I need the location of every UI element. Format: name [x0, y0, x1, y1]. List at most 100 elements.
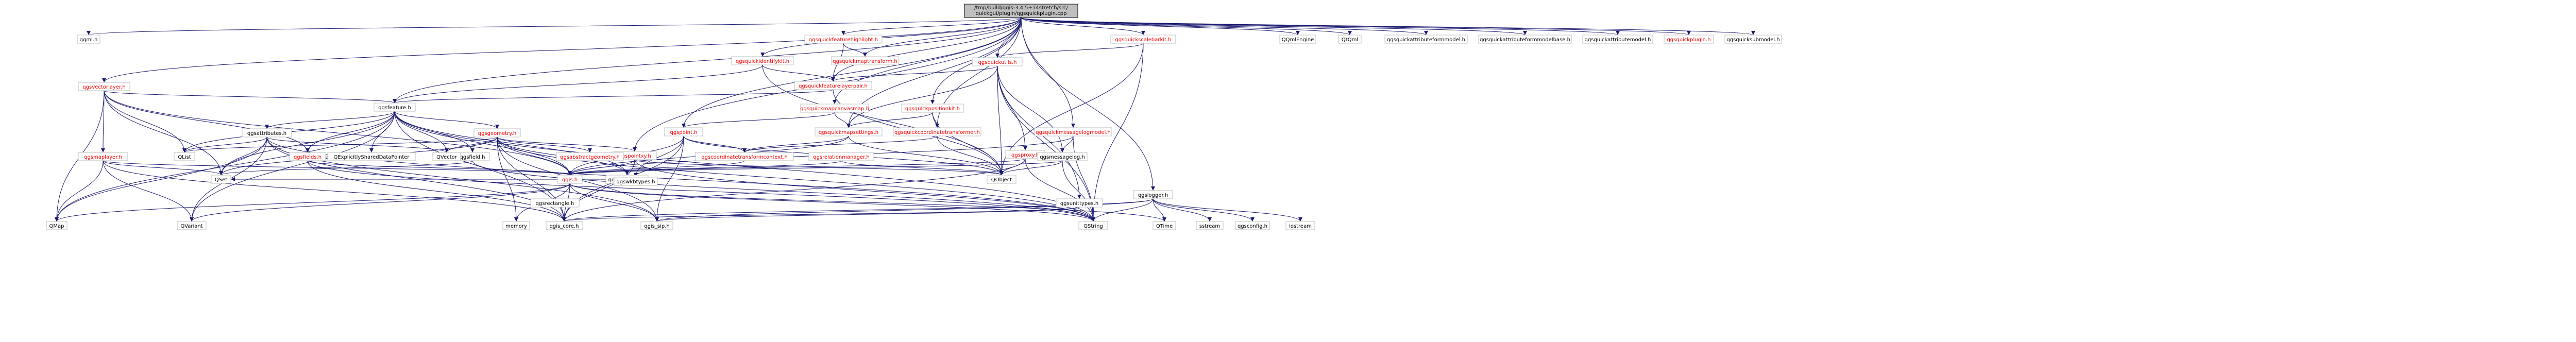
node-QtQml[interactable]: QtQml	[1338, 35, 1362, 44]
node-qgsfields[interactable]: qgsfields.h	[289, 152, 326, 161]
edge-qgsvectorlayer-to-qgis	[104, 90, 572, 176]
edge-qgsvectorlayer-to-qgsmaplayer	[101, 90, 106, 153]
node-box	[1664, 35, 1714, 44]
node-qgis_core[interactable]: qgis_core.h	[546, 221, 583, 230]
node-QTime[interactable]: QTime	[1153, 221, 1176, 230]
node-sstream[interactable]: sstream	[1196, 221, 1224, 230]
node-qgsabstractgeometry[interactable]: qgsabstractgeometry.h	[556, 152, 624, 161]
node-label: QMap	[49, 224, 64, 229]
node-qgsquickpositionkit[interactable]: qgsquickpositionkit.h	[901, 104, 964, 113]
edge-qgsquickutils-to-QString	[997, 65, 1095, 222]
node-QObject[interactable]: QObject	[987, 175, 1016, 184]
node-label: qgsconfig.h	[1238, 224, 1267, 229]
node-box	[1110, 35, 1176, 44]
edge-qgsquickutils-to-QObject	[997, 65, 1004, 176]
node-qgsquickmapsettings[interactable]: qgsquickmapsettings.h	[815, 127, 883, 136]
node-QVariant[interactable]: QVariant	[177, 221, 207, 230]
node-qgsgeometry[interactable]: qgsgeometry.h	[473, 128, 521, 138]
node-qgsquickattributeformmodel[interactable]: qgsquickattributeformmodel.h	[1384, 35, 1468, 44]
node-box	[211, 175, 231, 184]
node-box	[815, 127, 883, 136]
node-box	[78, 82, 130, 91]
node-QList[interactable]: QList	[174, 152, 195, 161]
node-box	[177, 221, 207, 230]
node-qgsquickplugin[interactable]: qgsquickplugin.h	[1664, 35, 1714, 44]
edge-qgsgeometry-to-QVector	[445, 136, 498, 153]
node-qgsmessagelog[interactable]: qgsmessagelog.h	[1037, 152, 1088, 161]
node-qgis_sip[interactable]: qgis_sip.h	[640, 221, 673, 230]
node-iostream[interactable]: iostream	[1285, 221, 1315, 230]
node-qgscoordinatetransformcontext[interactable]: qgscoordinatetransformcontext.h	[695, 152, 794, 161]
node-qgsquickidentifykit[interactable]: qgsquickidentifykit.h	[731, 56, 794, 65]
node-qgsrelationmanager[interactable]: qgsrelationmanager.h	[808, 152, 874, 161]
edge-qgsvectorlayer-to-QList	[104, 90, 187, 153]
node-label: qgsmessagelog.h	[1040, 155, 1085, 160]
node-box	[1078, 221, 1108, 230]
node-root: /tmp/build/qgis-3.4.5+14stretch/src/quic…	[964, 4, 1078, 18]
node-qgsquickfeaturehighlight[interactable]: qgsquickfeaturehighlight.h	[804, 35, 883, 44]
node-QString[interactable]: QString	[1078, 221, 1108, 230]
edge-qgsgeometry-to-qgis	[497, 136, 572, 176]
node-qgml[interactable]: qgml.h	[77, 35, 100, 44]
edge-qgis-to-qgis_sip	[569, 183, 659, 222]
node-QExplicitlySharedDataPointer[interactable]: QExplicitlySharedDataPointer	[327, 152, 416, 161]
node-qgis[interactable]: qgis.h	[557, 175, 583, 184]
node-box	[1582, 35, 1653, 44]
node-qgswkbtypes[interactable]: qgswkbtypes.h	[614, 177, 658, 186]
edge-root-to-qgslogger	[1021, 17, 1155, 191]
node-box	[664, 127, 703, 136]
node-box	[1478, 35, 1572, 44]
node-qgsquickscalebarkit[interactable]: qgsquickscalebarkit.h	[1110, 35, 1176, 44]
edge-qgis-to-QVariant	[190, 183, 570, 222]
node-qgsquickmaptransform[interactable]: qgsquickmaptransform.h	[831, 56, 899, 65]
node-qgsquickfeaturelayerpair[interactable]: qgsquickfeaturelayerpair.h	[794, 81, 872, 90]
node-label: QString	[1083, 224, 1103, 229]
node-QQmlEngine[interactable]: QQmlEngine	[1279, 35, 1316, 44]
node-qgsunittypes[interactable]: qgsunittypes.h	[1056, 198, 1103, 208]
node-memory[interactable]: memory	[502, 221, 530, 230]
node-qgsfeature[interactable]: qgsfeature.h	[374, 102, 416, 112]
node-QVector[interactable]: QVector	[432, 152, 461, 161]
edge-qgsquickutils-to-qgsproxy	[997, 65, 1027, 151]
node-qgspoint[interactable]: qgspoint.h	[664, 127, 703, 136]
edge-qgsquickscalebarkit-to-QString	[1091, 43, 1144, 222]
node-qgsrectangle[interactable]: qgsrectangle.h	[530, 198, 580, 208]
node-qgsattributes[interactable]: qgsattributes.h	[242, 128, 292, 138]
node-qgsquicksubmodel[interactable]: qgsquicksubmodel.h	[1724, 35, 1782, 44]
node-label: qgsabstractgeometry.h	[560, 155, 620, 160]
node-box	[78, 152, 128, 161]
edge-qgsproxy-to-qgis_core	[562, 158, 1026, 222]
edge-root-to-QtQml	[1021, 17, 1352, 36]
node-box	[964, 4, 1078, 18]
node-qgsquickmapcanvasmap[interactable]: qgsquickmapcanvasmap.h	[800, 104, 869, 113]
edge-root-to-qgsquickfeaturelayerpair	[831, 17, 1022, 82]
edge-qgsvectorlayer-to-qgsfields	[104, 90, 310, 153]
edge-qgslogger-to-qgsconfig	[1153, 198, 1255, 222]
node-label: qgsquickfeaturelayerpair.h	[799, 83, 868, 89]
node-qgsquickutils[interactable]: qgsquickutils.h	[972, 57, 1023, 66]
node-label: qgsunittypes.h	[1060, 201, 1098, 207]
node-box	[374, 102, 416, 112]
node-qgsquickattributemodel[interactable]: qgsquickattributemodel.h	[1582, 35, 1653, 44]
node-box	[174, 152, 195, 161]
node-label: sstream	[1199, 224, 1220, 229]
node-label: QQmlEngine	[1282, 37, 1314, 43]
node-qgsquickcoordinatetransformer[interactable]: qgsquickcoordinatetransformer.h	[893, 127, 981, 136]
edge-qgsquickutils-to-qgsquickmapsettings	[846, 65, 998, 128]
node-qgsquickattributeformmodelbase[interactable]: qgsquickattributeformmodelbase.h	[1478, 35, 1572, 44]
node-label: QVector	[436, 155, 457, 160]
edge-qgsquickidentifykit-to-qgsquickfeaturelayerpair	[762, 64, 835, 82]
node-qgsmaplayer[interactable]: qgsmaplayer.h	[78, 152, 128, 161]
edge-qgsgeometry-to-QList	[182, 136, 498, 153]
node-qgsconfig[interactable]: qgsconfig.h	[1235, 221, 1270, 230]
node-QSet[interactable]: QSet	[211, 175, 231, 184]
node-label: qgsquickpositionkit.h	[905, 106, 960, 112]
node-qgslogger[interactable]: qgslogger.h	[1133, 190, 1173, 199]
node-qgsquickmessagelogmodel[interactable]: qgsquickmessagelogmodel.h	[1034, 127, 1112, 136]
node-box	[1384, 35, 1468, 44]
node-label: iostream	[1289, 224, 1312, 229]
edge-qgsfeature-to-qgsfields	[306, 111, 395, 153]
node-qgsvectorlayer[interactable]: qgsvectorlayer.h	[78, 82, 130, 91]
node-QMap[interactable]: QMap	[46, 221, 67, 230]
node-box	[1279, 35, 1316, 44]
